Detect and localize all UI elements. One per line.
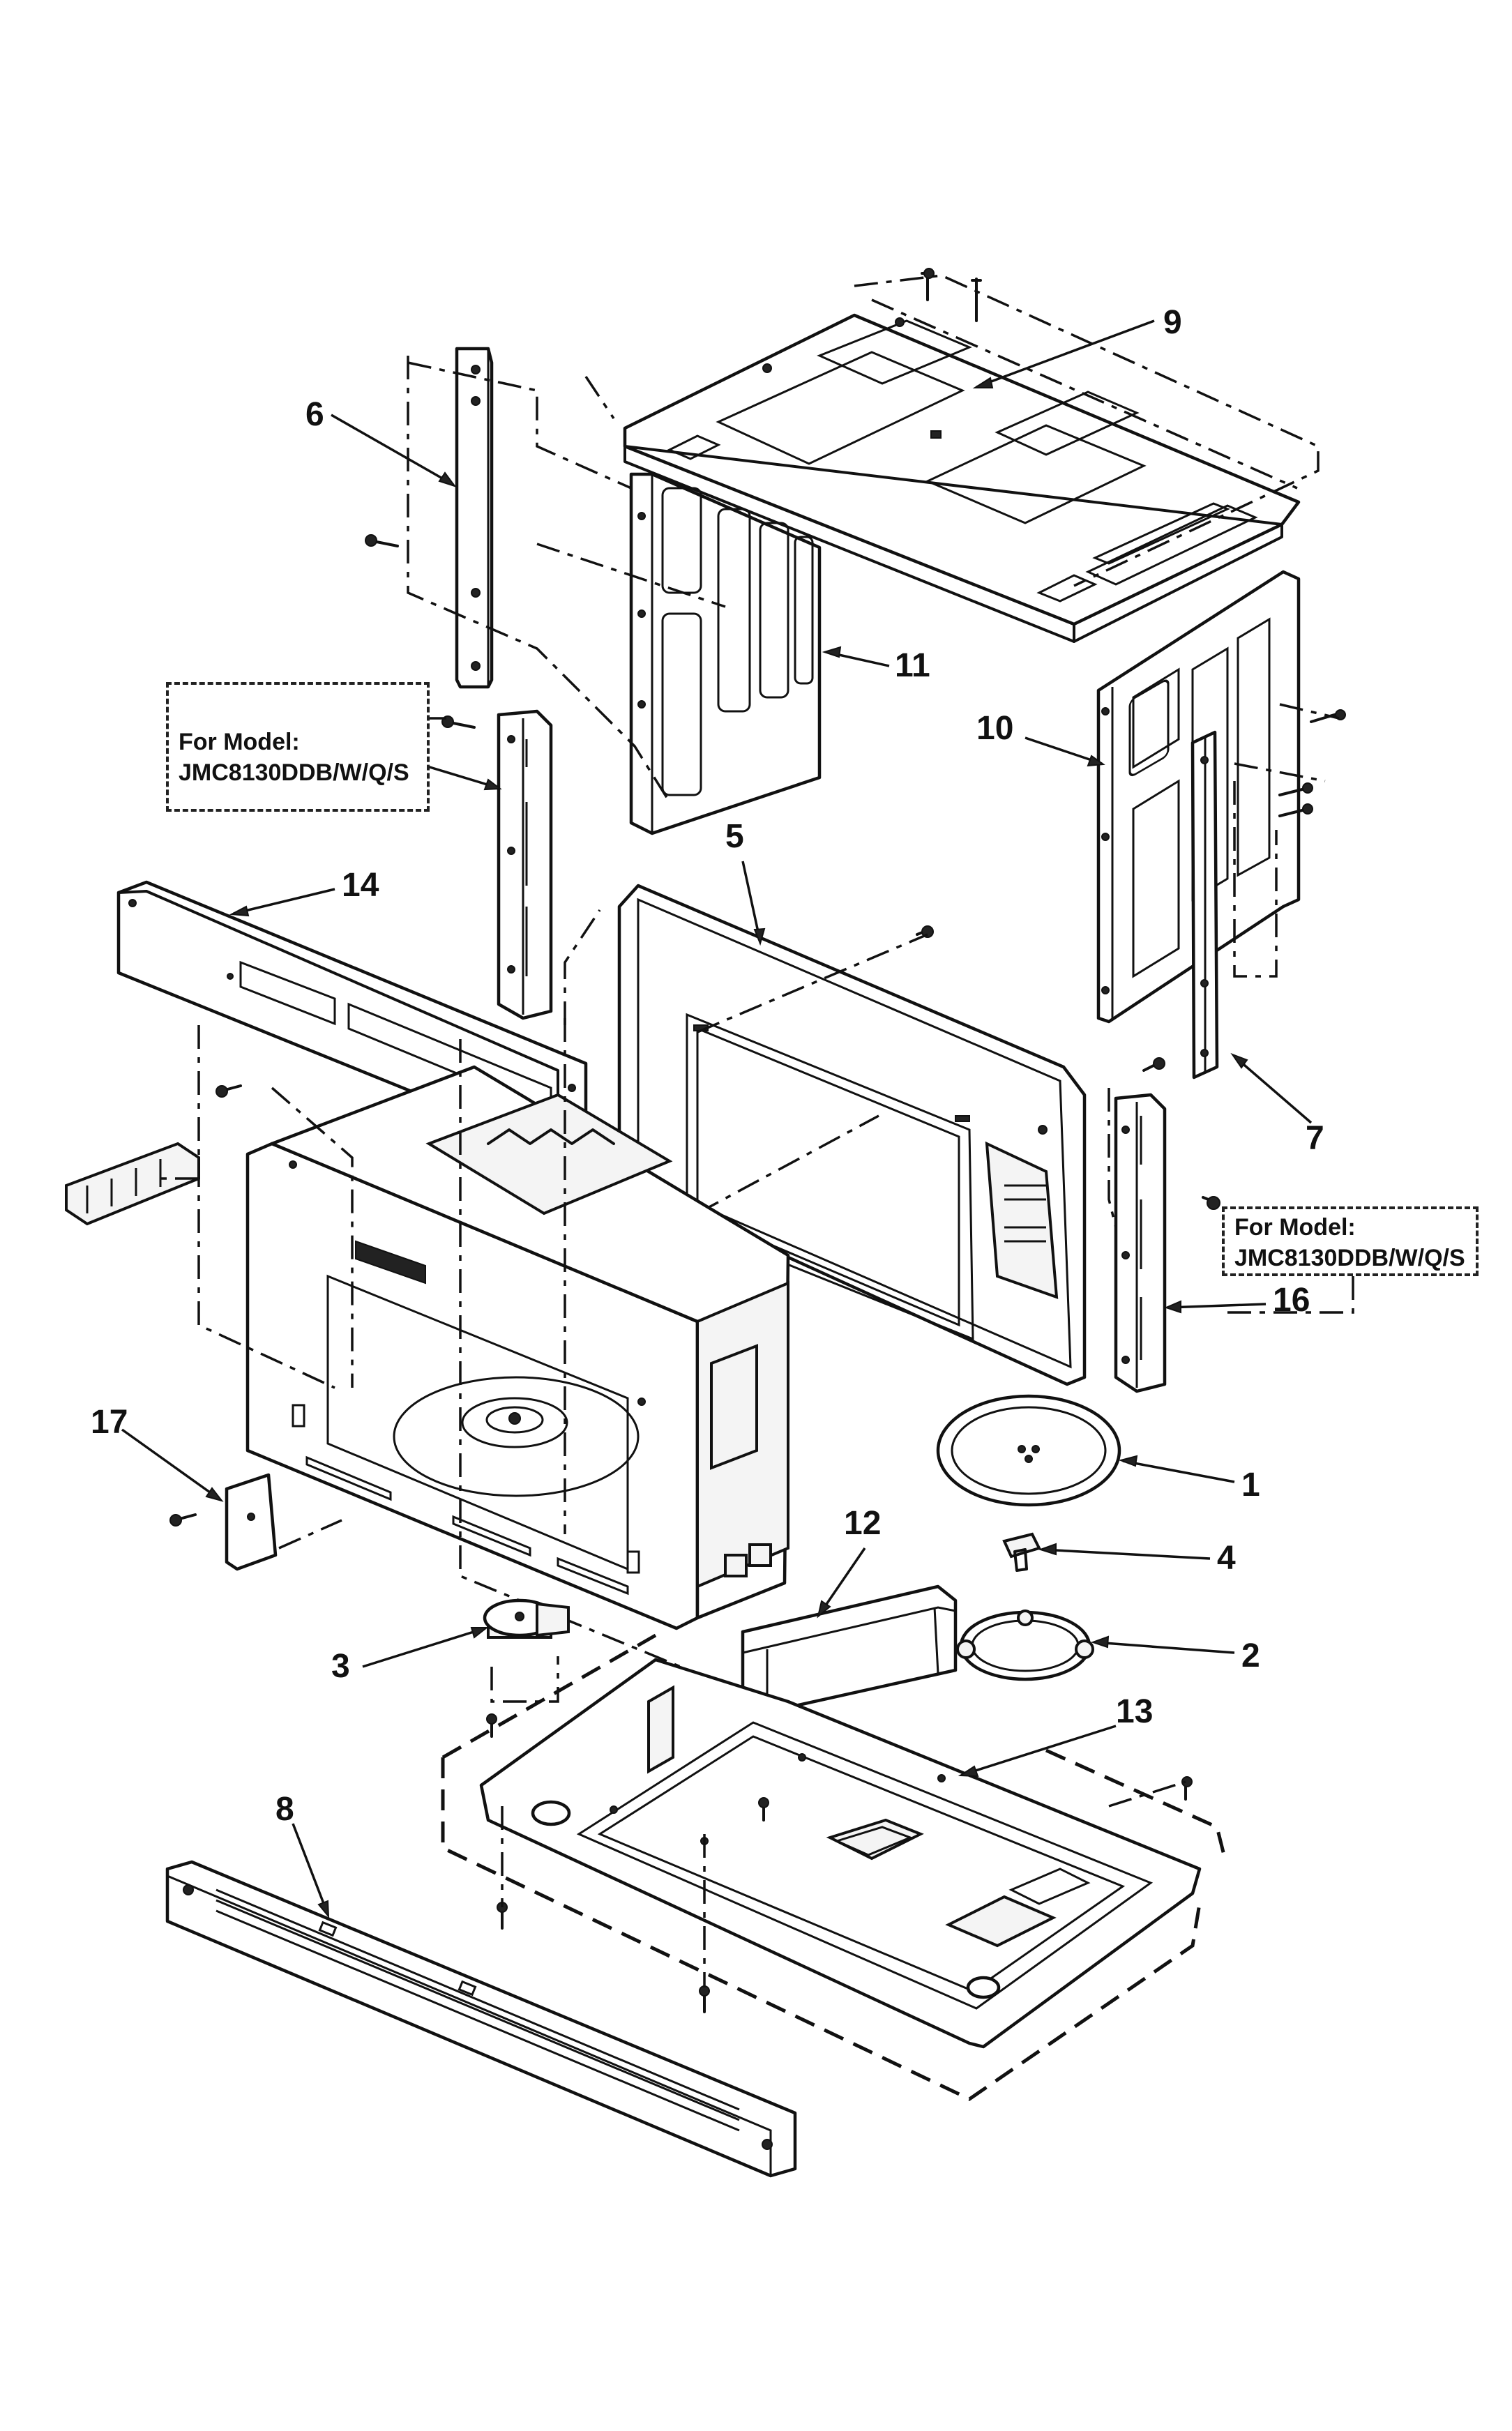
callout-12: 12	[817, 1505, 881, 1619]
callout-3: 3	[331, 1627, 489, 1685]
callout-17: 17	[91, 1404, 224, 1502]
model-note-left-line2: JMC8130DDB/W/Q/S	[179, 759, 409, 786]
svg-text:9: 9	[1163, 304, 1182, 341]
callout-14: 14	[229, 867, 379, 917]
svg-text:6: 6	[305, 396, 324, 433]
model-note-right: For Model: JMC8130DDB/W/Q/S	[1222, 1206, 1479, 1276]
callout-9: 9	[972, 304, 1182, 388]
callout-5: 5	[725, 818, 766, 946]
part-4-coupler	[1002, 1532, 1041, 1572]
part-16-bracket	[1114, 1093, 1167, 1393]
svg-text:5: 5	[725, 818, 744, 855]
part-3-motor	[483, 1598, 570, 1639]
part-2-roller-ring	[956, 1610, 1094, 1681]
part-6-vertical-bar	[455, 347, 494, 689]
svg-text:17: 17	[91, 1404, 128, 1441]
svg-text:13: 13	[1116, 1693, 1153, 1730]
callout-6: 6	[305, 396, 457, 487]
callout-11: 11	[822, 646, 930, 684]
model-note-left: For Model: JMC8130DDB/W/Q/S	[166, 682, 430, 812]
cavity-assembly	[245, 1065, 790, 1630]
callout-10: 10	[976, 710, 1105, 767]
part-7-vertical-bar	[1190, 730, 1219, 1080]
part-8-front-grille	[165, 1860, 797, 2178]
top-screws	[921, 268, 982, 322]
callout-8: 8	[275, 1791, 330, 1918]
callout-7: 7	[1230, 1052, 1324, 1157]
part-15-bracket	[497, 709, 553, 1020]
svg-text:2: 2	[1241, 1637, 1260, 1674]
svg-text:3: 3	[331, 1648, 350, 1685]
svg-text:8: 8	[275, 1791, 294, 1828]
callout-13: 13	[958, 1693, 1153, 1778]
part-9-top-cover	[623, 313, 1301, 643]
part-11-left-side-panel	[629, 472, 822, 835]
svg-text:14: 14	[342, 867, 379, 904]
part-5-front-panel	[617, 884, 1087, 1386]
part-13-base-plate	[479, 1658, 1202, 2049]
svg-text:1: 1	[1241, 1467, 1260, 1504]
svg-text:11: 11	[895, 647, 930, 684]
callout-2: 2	[1090, 1635, 1260, 1674]
spacer-block	[65, 1142, 200, 1226]
svg-text:4: 4	[1217, 1540, 1236, 1577]
part-1-glass-tray	[936, 1394, 1121, 1507]
svg-text:10: 10	[976, 710, 1013, 747]
model-note-right-line2: JMC8130DDB/W/Q/S	[1234, 1245, 1465, 1271]
screw-head	[365, 534, 377, 547]
model-note-right-line1: For Model:	[1234, 1214, 1356, 1241]
callout-1: 1	[1118, 1455, 1260, 1504]
svg-text:12: 12	[844, 1505, 881, 1542]
callout-4: 4	[1038, 1540, 1236, 1577]
part-17-small-cover	[225, 1473, 278, 1571]
model-note-left-line1: For Model:	[179, 729, 300, 755]
svg-text:7: 7	[1306, 1120, 1324, 1157]
part-12-duct	[741, 1584, 958, 1714]
